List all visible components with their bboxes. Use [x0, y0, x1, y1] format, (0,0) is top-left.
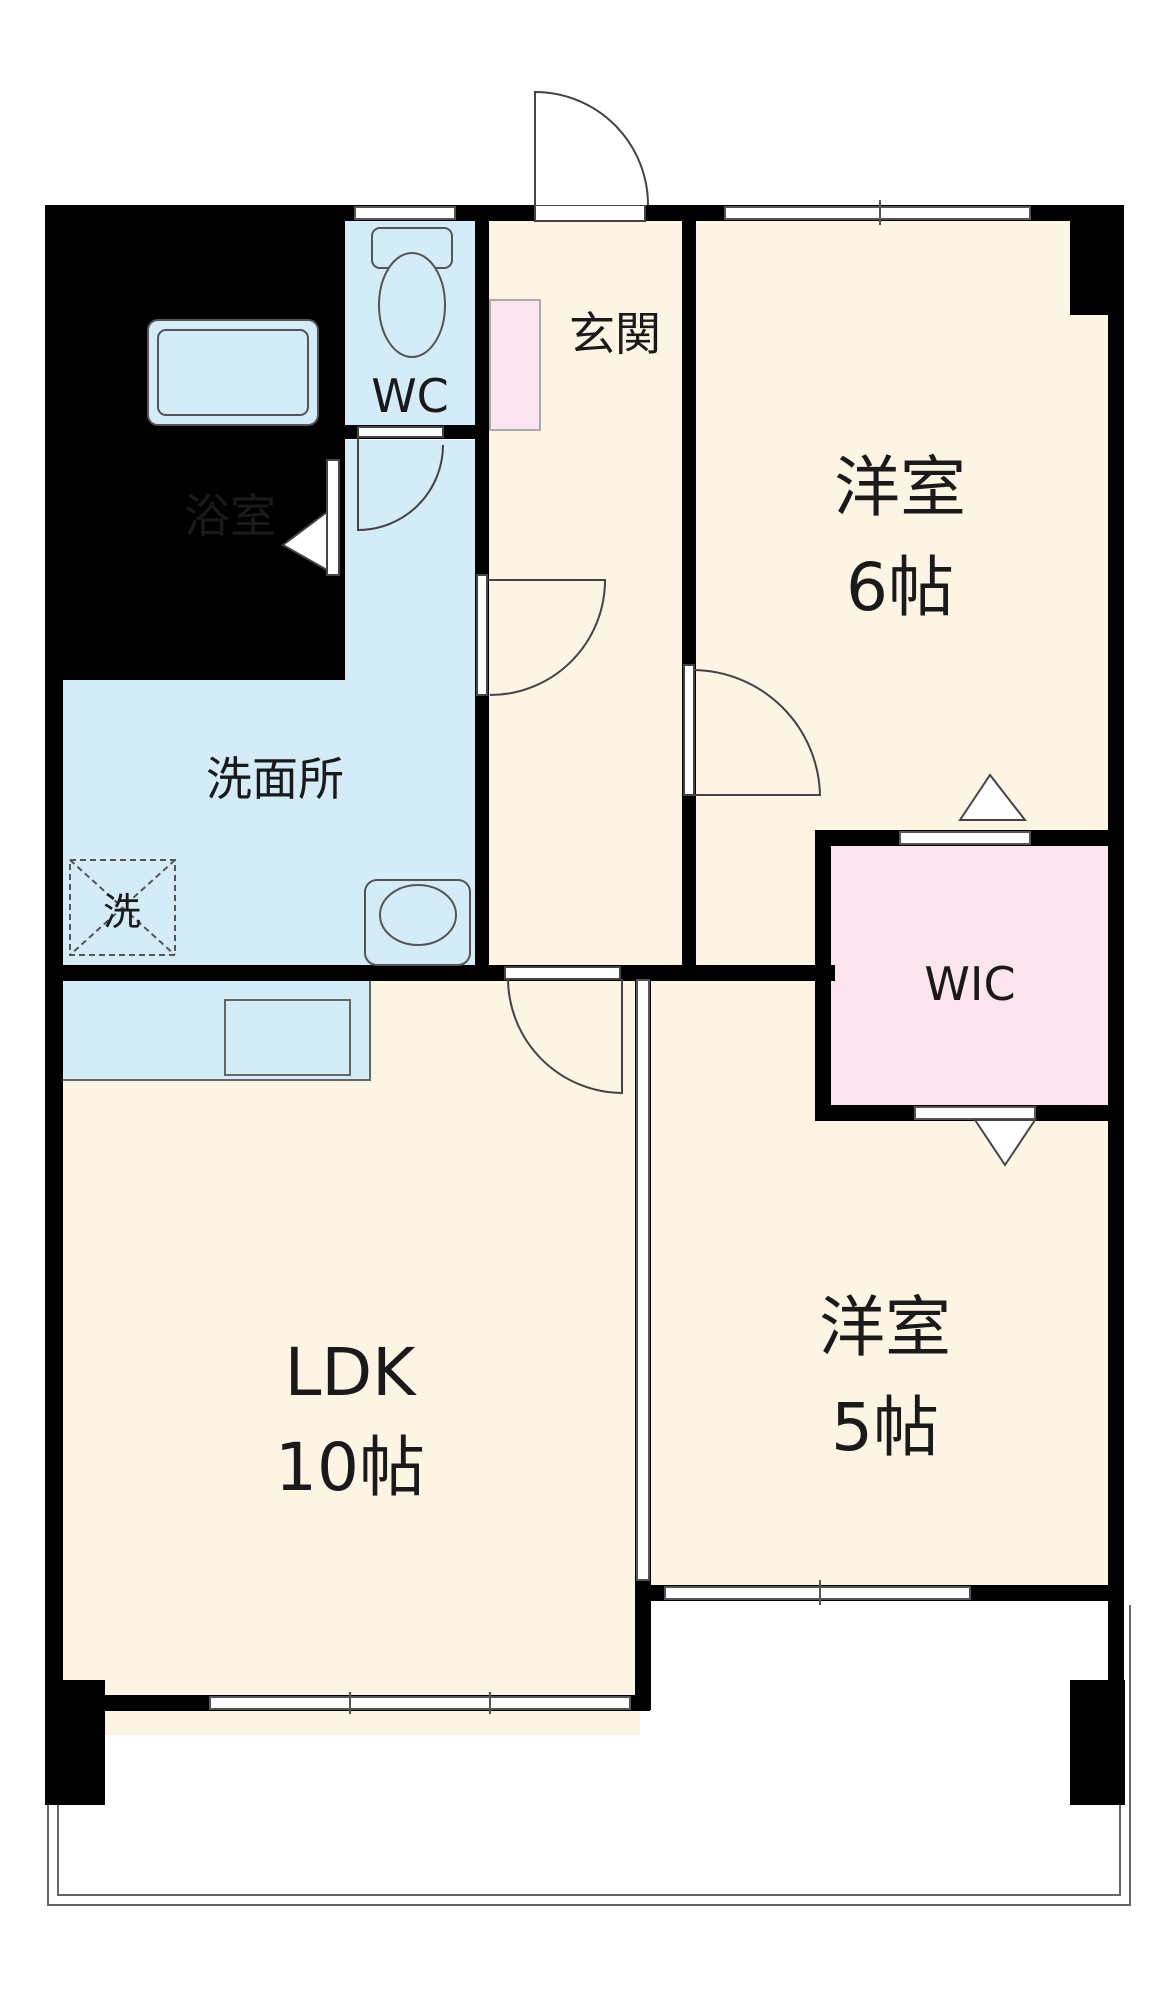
bath-door-marker	[281, 510, 328, 572]
washbasin-bowl	[379, 884, 457, 946]
wic-name: WIC	[924, 957, 1015, 1011]
window-ldk-bottom	[209, 1696, 631, 1710]
washroom-name: 洗面所	[206, 752, 344, 806]
wic-door-bottom	[914, 1106, 1036, 1120]
washroom-floor	[60, 440, 475, 965]
entrance-door-swing	[534, 90, 649, 206]
room6-door-swing	[693, 669, 822, 796]
bathtub-inner	[157, 329, 309, 416]
room5-name: 洋室	[819, 1289, 951, 1366]
washer-pan	[69, 859, 176, 956]
washroom-door-swing	[487, 579, 607, 696]
wall-mid-horizontal	[45, 965, 835, 981]
ldk-name: LDK	[285, 1334, 418, 1411]
interior-doors	[281, 426, 1037, 1167]
room5-wic-arrow	[973, 1119, 1037, 1167]
ldk-door-swing	[507, 978, 623, 1095]
window-room5-bottom	[664, 1586, 971, 1600]
room6-door-gap	[683, 664, 695, 796]
washer-label: 洗	[103, 890, 141, 934]
ldk-size: 10帖	[275, 1429, 425, 1506]
entrance-door-opening	[534, 204, 646, 222]
room6-name: 洋室	[834, 449, 966, 526]
floor-fills	[59, 220, 1110, 1735]
sliding-door-ldk	[636, 979, 650, 1581]
labels: 洋室 6帖 洋室 5帖 LDK 10帖 玄関 WC 浴室 洗面所 WIC 洗	[103, 307, 1016, 1506]
washroom-door-gap	[476, 574, 488, 696]
wc-door-swing	[357, 437, 444, 532]
wall-right	[1108, 205, 1124, 1605]
bath-door-gap	[326, 459, 340, 576]
room6-size: 6帖	[846, 549, 954, 626]
wall-left	[45, 205, 63, 1805]
sink-basin	[224, 999, 351, 1076]
ldk-door-gap	[504, 966, 621, 980]
wc-name: WC	[371, 369, 449, 423]
wic-floor	[830, 845, 1110, 1105]
room5-size: 5帖	[831, 1389, 939, 1466]
wic-door-top	[899, 831, 1031, 845]
entrance-name: 玄関	[569, 307, 661, 361]
wall-top-left-block	[45, 205, 345, 680]
walls	[45, 205, 1125, 1805]
wall-entrance-right	[682, 215, 696, 975]
wall-right-lower-stub	[1108, 1595, 1124, 1695]
entrance-door	[534, 90, 649, 222]
room6-wic-arrow	[958, 773, 1028, 821]
pillar-bottom-right	[1070, 1680, 1125, 1805]
bath-name: 浴室	[184, 489, 276, 543]
balcony-railing-outer	[47, 1605, 1131, 1906]
toilet-bowl	[378, 252, 446, 358]
ldk-floor	[60, 975, 640, 1735]
wc-door-gap	[357, 426, 444, 438]
wic-wall-left	[815, 830, 831, 1120]
pillar-top-right	[1070, 205, 1115, 315]
windows	[209, 200, 1036, 1714]
fixtures	[69, 227, 471, 966]
window-wc-top	[354, 206, 456, 220]
window-room6-top	[724, 206, 1031, 220]
shoe-cabinet	[489, 299, 541, 431]
washer-pan-diagonal-b	[69, 859, 176, 956]
